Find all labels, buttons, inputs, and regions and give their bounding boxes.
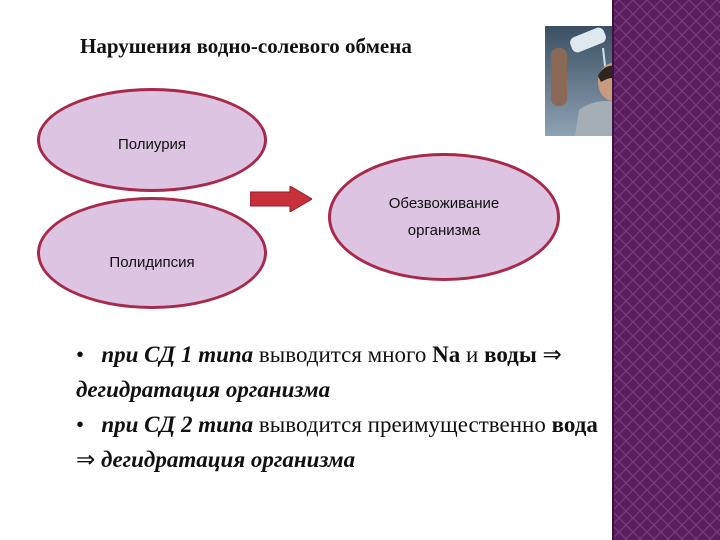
- type1-label: при СД 1 типа: [101, 342, 254, 367]
- right-arrow-icon: [250, 186, 312, 212]
- dehydration-result-2: дегидратация организма: [101, 447, 356, 472]
- type2-label: при СД 2 типа: [101, 412, 254, 437]
- slide-title: Нарушения водно-солевого обмена: [80, 34, 412, 58]
- bullet-text-block: • при СД 1 типа выводится много Na и вод…: [76, 337, 606, 477]
- polydipsia-node: Полидипсия: [37, 197, 267, 309]
- polyuria-node: Полиурия: [37, 88, 267, 192]
- polydipsia-label: Полидипсия: [109, 254, 195, 271]
- predominantly-text: преимущественно: [367, 412, 546, 437]
- bullet-item-type1: • при СД 1 типа выводится много Na и вод…: [76, 337, 606, 407]
- bullet-item-type2: • при СД 2 типа выводится преимущественн…: [76, 407, 606, 477]
- type2-text: выводится: [258, 412, 362, 437]
- and-text: и: [466, 342, 479, 367]
- dehydration-label-line2: организма: [407, 222, 481, 239]
- dehydration-node: Обезвоживание организма: [328, 153, 560, 281]
- polyuria-label: Полиурия: [117, 136, 187, 153]
- implies-icon: ⇒: [542, 342, 562, 367]
- dehydration-label-line1: Обезвоживание: [388, 195, 500, 212]
- dehydration-result-1: дегидратация организма: [76, 377, 331, 402]
- type1-text: выводится много: [258, 342, 427, 367]
- bullet-marker: •: [76, 342, 85, 367]
- implies-icon: ⇒: [76, 447, 96, 472]
- sodium-text: Na: [432, 342, 461, 367]
- water-text-2: вода: [551, 412, 598, 437]
- bullet-marker: •: [76, 412, 85, 437]
- decorative-sidebar: [612, 0, 720, 540]
- water-text: воды: [484, 342, 537, 367]
